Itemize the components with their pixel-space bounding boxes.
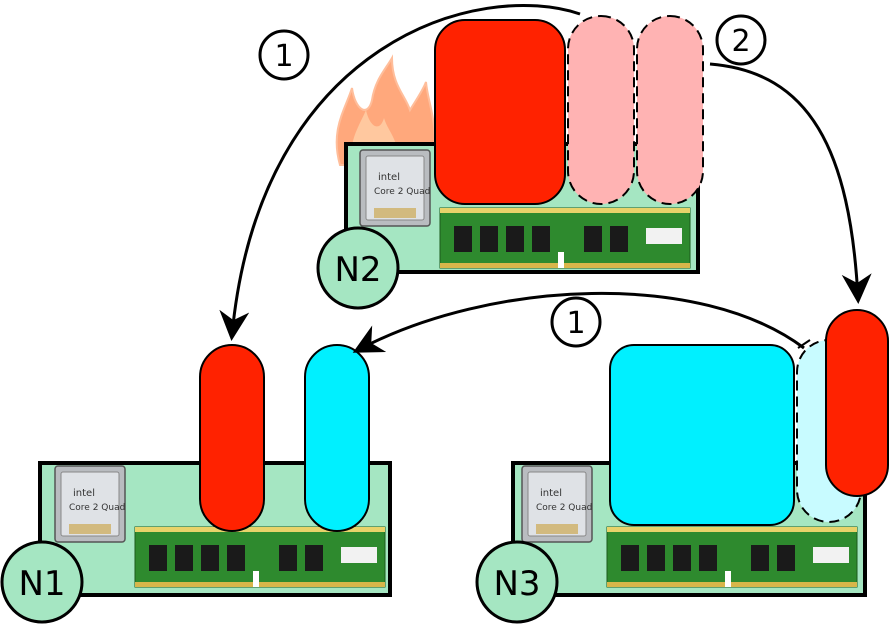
cpu-model: Core 2 Quad <box>374 187 430 197</box>
migration-arrow <box>219 3 581 341</box>
cpu-brand: intel <box>540 488 562 499</box>
step-badge-1-top: 1 <box>258 29 310 81</box>
vm-cyan <box>304 344 370 532</box>
cpu-model: Core 2 Quad <box>536 503 592 513</box>
vm-red <box>434 19 566 205</box>
cpu-icon: intel Core 2 Quad <box>359 149 431 227</box>
step-badge-2: 2 <box>715 14 767 66</box>
vm-red <box>199 344 265 532</box>
ram-icon <box>134 526 386 588</box>
step-number: 2 <box>731 24 750 59</box>
node-n3: intel Core 2 Quad N3 <box>475 309 889 624</box>
vm-red <box>825 309 889 497</box>
migration-arrow <box>709 62 872 304</box>
node-n1: intel Core 2 Quad N1 <box>0 344 392 624</box>
node-badge <box>475 540 559 624</box>
cpu-model: Core 2 Quad <box>69 503 125 513</box>
step-number: 1 <box>566 306 585 341</box>
migration-arrow <box>352 291 805 353</box>
node-n2: intel Core 2 Quad N2 <box>316 15 704 310</box>
ram-icon <box>439 207 691 269</box>
vm-cyan-large <box>609 344 795 526</box>
step-badge-1-bottom: 1 <box>550 296 602 348</box>
cpu-icon: intel Core 2 Quad <box>54 465 126 543</box>
step-number: 1 <box>274 39 293 74</box>
node-label: N1 <box>18 564 65 604</box>
vm-red-ghost <box>636 15 704 205</box>
vm-red-ghost <box>567 15 635 205</box>
node-badge <box>316 226 400 310</box>
node-label: N3 <box>493 564 540 604</box>
ram-icon <box>606 526 858 588</box>
node-label: N2 <box>334 250 381 290</box>
node-badge <box>0 540 84 624</box>
cpu-icon: intel Core 2 Quad <box>521 465 593 543</box>
cpu-brand: intel <box>378 172 400 183</box>
cpu-brand: intel <box>73 488 95 499</box>
arrow-tick <box>797 339 811 349</box>
